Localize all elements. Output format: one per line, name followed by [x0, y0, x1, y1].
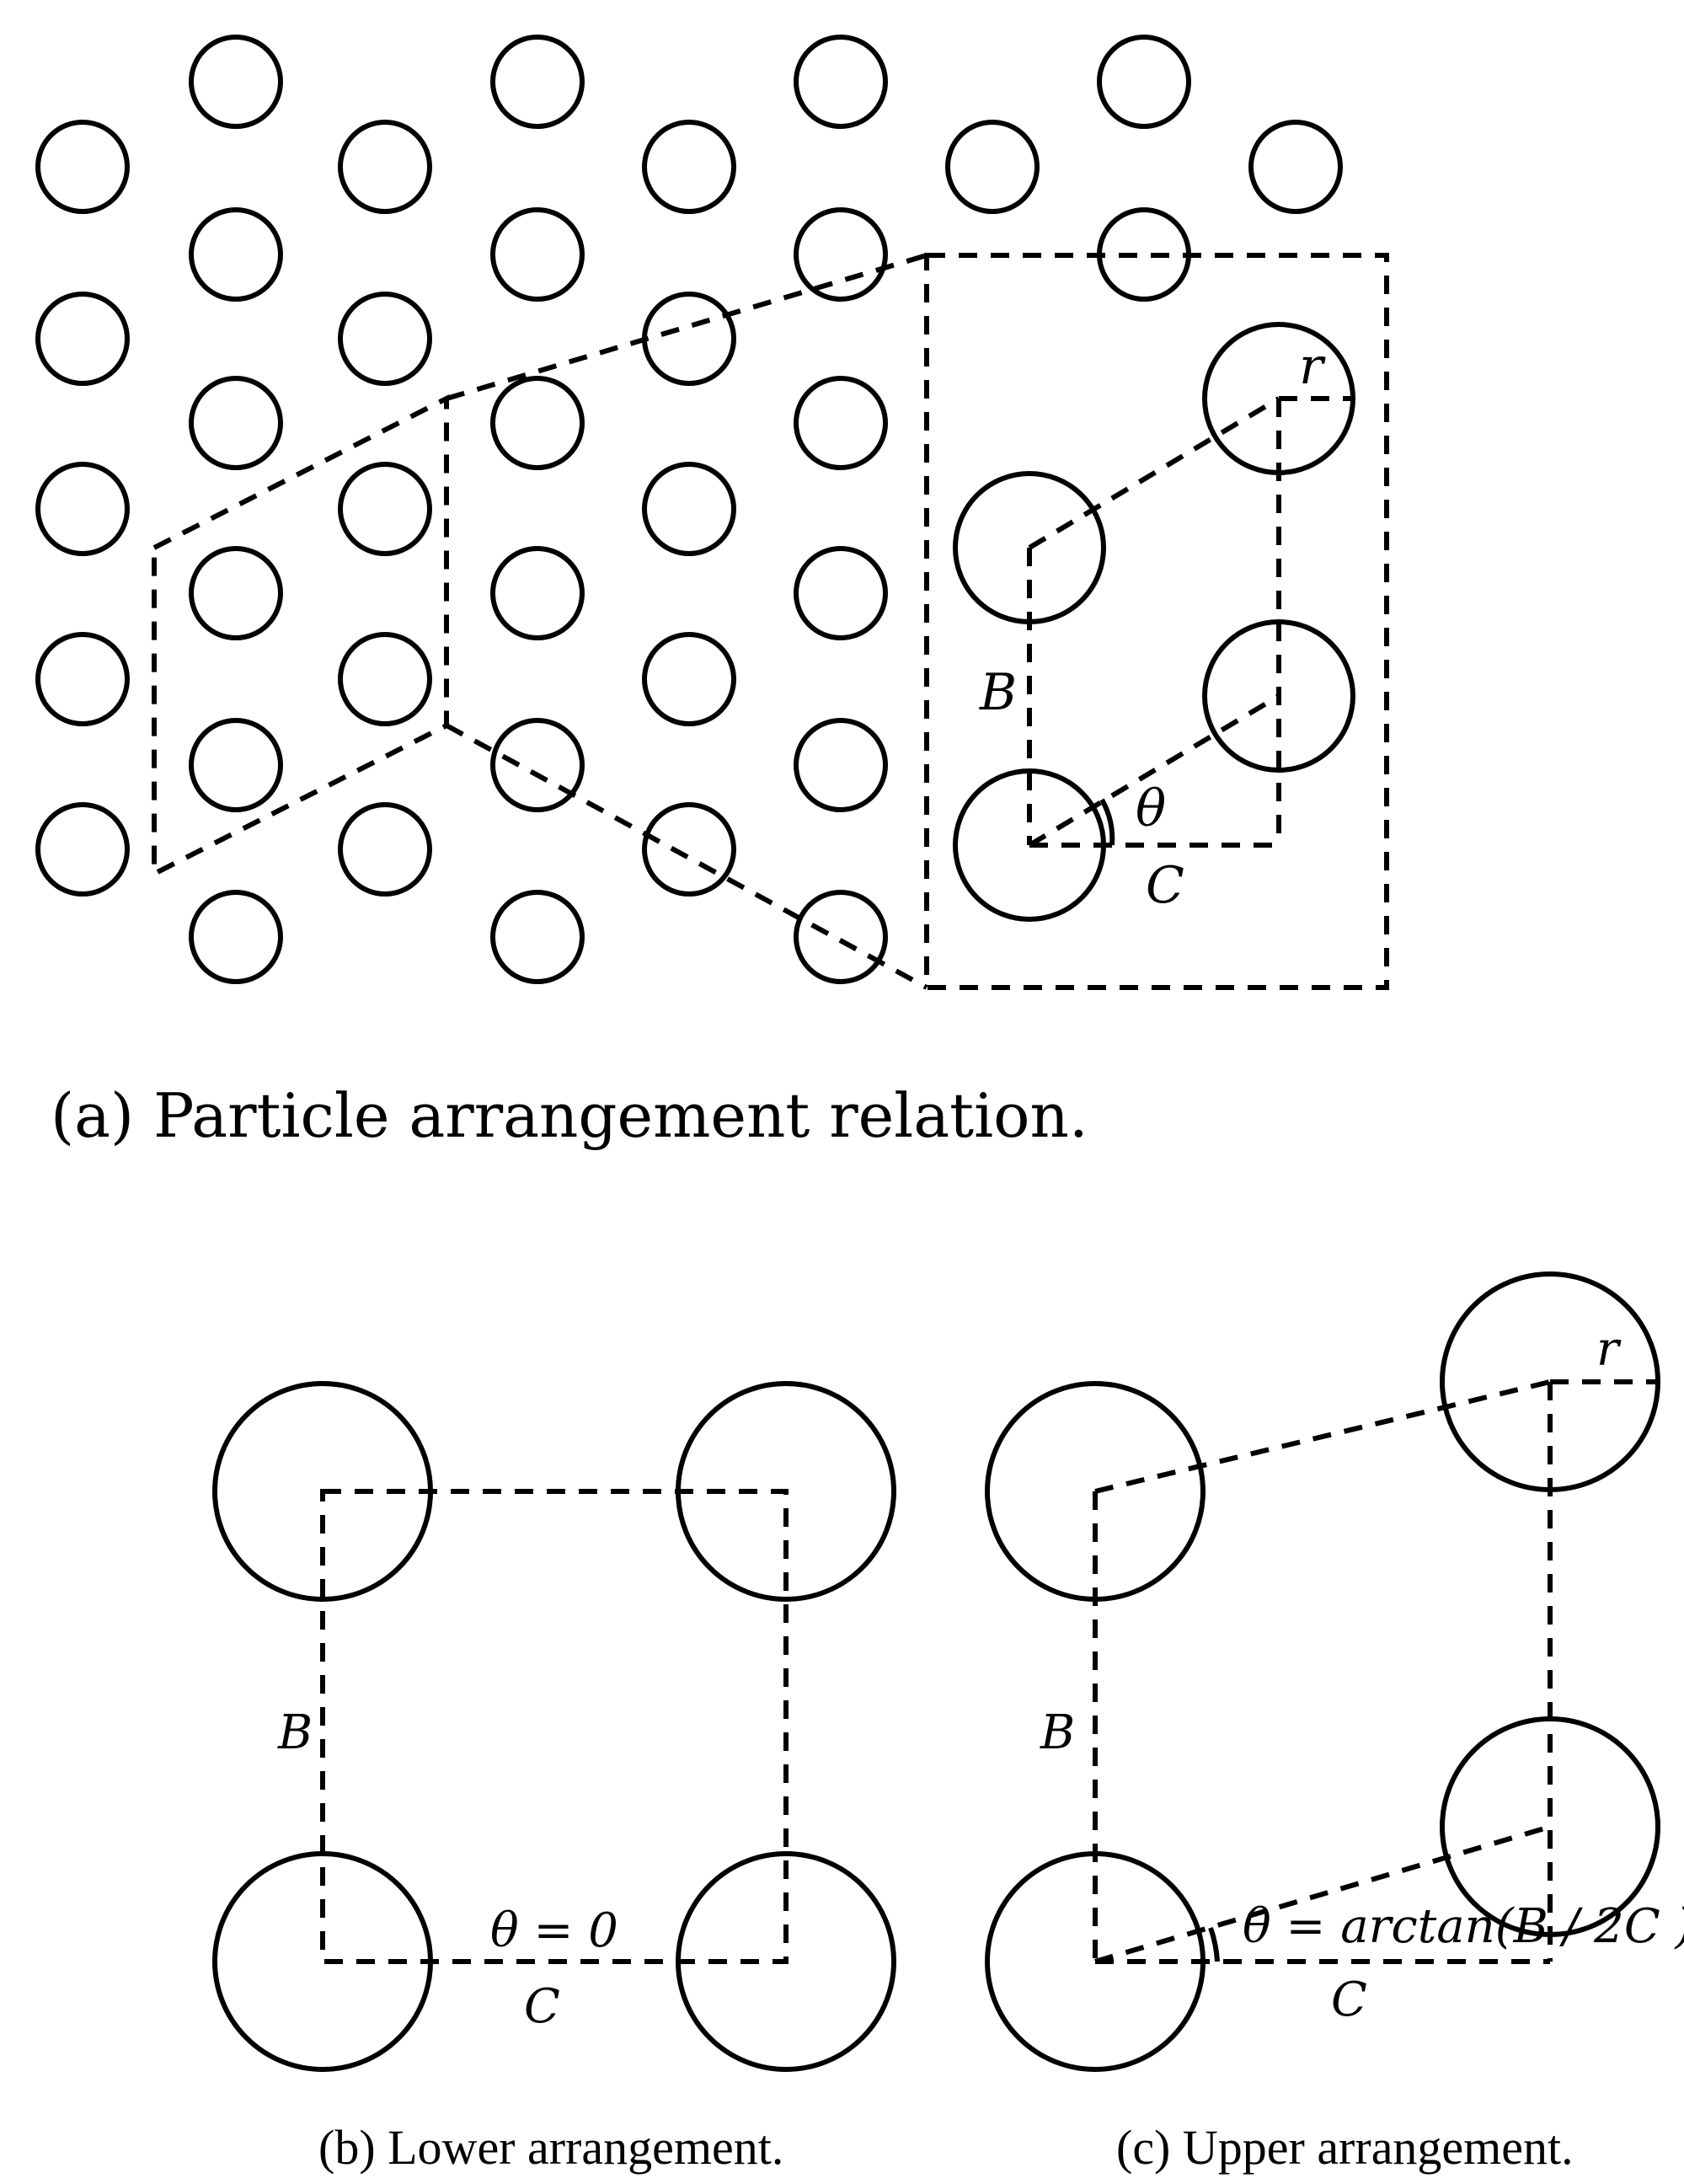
- label-theta: θ = 0: [490, 1903, 618, 1958]
- lattice-particle: [1097, 35, 1191, 129]
- caption-a: (a) Particle arrangement relation.: [51, 1080, 1088, 1151]
- lattice-particle: [189, 718, 283, 812]
- lattice-particle: [490, 718, 585, 812]
- lattice-particle: [490, 35, 585, 129]
- label-b: B: [277, 1705, 313, 1760]
- label-c: C: [524, 1979, 560, 2034]
- label-b: B: [1040, 1705, 1075, 1760]
- lattice-particle: [794, 207, 888, 302]
- zoom-line-top: [446, 253, 928, 401]
- label-b: B: [979, 663, 1017, 722]
- enlarged-box: [924, 253, 1389, 990]
- lattice-particle: [794, 35, 888, 129]
- lattice-particle: [1097, 207, 1191, 302]
- upper-diagonal-line: [1028, 396, 1280, 550]
- lattice-particle: [642, 802, 736, 897]
- lattice-particle: [945, 120, 1040, 214]
- lattice-particle: [338, 802, 432, 897]
- lattice-particle: [338, 120, 432, 214]
- lattice-particle: [189, 376, 283, 470]
- lattice-particle: [642, 462, 736, 556]
- lattice-particle: [189, 207, 283, 302]
- panel-b-diagram: B θ = 0 C: [212, 1381, 896, 2072]
- theta-arc: [1208, 1927, 1220, 1962]
- lattice-particle: [794, 890, 888, 984]
- label-c: C: [1331, 1973, 1367, 2027]
- lattice-particle: [189, 35, 283, 129]
- lattice-particle: [338, 292, 432, 386]
- lattice-particle: [35, 632, 130, 726]
- lattice-particle: [490, 376, 585, 470]
- enlarged-geometry: [1027, 396, 1353, 848]
- label-r: r: [1299, 337, 1326, 396]
- panel-a-diagram: r B θ C: [35, 35, 1389, 990]
- lattice-particle: [490, 207, 585, 302]
- lattice-particle: [794, 376, 888, 470]
- lattice-particle: [490, 890, 585, 984]
- label-theta: θ = arctan(B / 2C ): [1243, 1899, 1684, 1954]
- theta-arc: [1099, 798, 1115, 846]
- lattice-particle: [189, 546, 283, 640]
- lattice-particle: [1248, 120, 1343, 214]
- caption-b: (b) Lower arrangement.: [318, 2120, 783, 2175]
- lattice-particle: [794, 546, 888, 640]
- lattice-particle: [338, 462, 432, 556]
- lattice-particle: [490, 546, 585, 640]
- enlarged-particle: [1202, 619, 1355, 773]
- lower-diagonal-line: [1094, 1824, 1551, 1964]
- lattice-particle: [35, 802, 130, 897]
- lattice-particle: [189, 890, 283, 984]
- lower-diagonal-line: [1028, 693, 1280, 848]
- label-r: r: [1596, 1322, 1622, 1377]
- lattice-particle: [35, 120, 130, 214]
- lattice-particle: [35, 292, 130, 386]
- lattice-particle: [35, 462, 130, 556]
- zoom-line-bottom: [445, 723, 928, 990]
- caption-c: (c) Upper arrangement.: [1116, 2120, 1574, 2175]
- label-c: C: [1146, 856, 1184, 915]
- particle-lattice: [35, 35, 1343, 984]
- lattice-particle: [642, 292, 736, 386]
- unit-cell-outline: [152, 394, 449, 878]
- arrangement-geometry: [1093, 1379, 1658, 1964]
- panel-c-diagram: r B θ = arctan(B / 2C ) C: [985, 1271, 1684, 2072]
- lattice-particle: [642, 120, 736, 214]
- lattice-particle: [338, 632, 432, 726]
- upper-diagonal-line: [1094, 1379, 1551, 1494]
- arrangement-rect: [320, 1489, 789, 1964]
- label-theta: θ: [1136, 779, 1166, 838]
- lattice-particle: [794, 718, 888, 812]
- lattice-particle: [642, 632, 736, 726]
- zoom-guide-lines: [445, 253, 928, 990]
